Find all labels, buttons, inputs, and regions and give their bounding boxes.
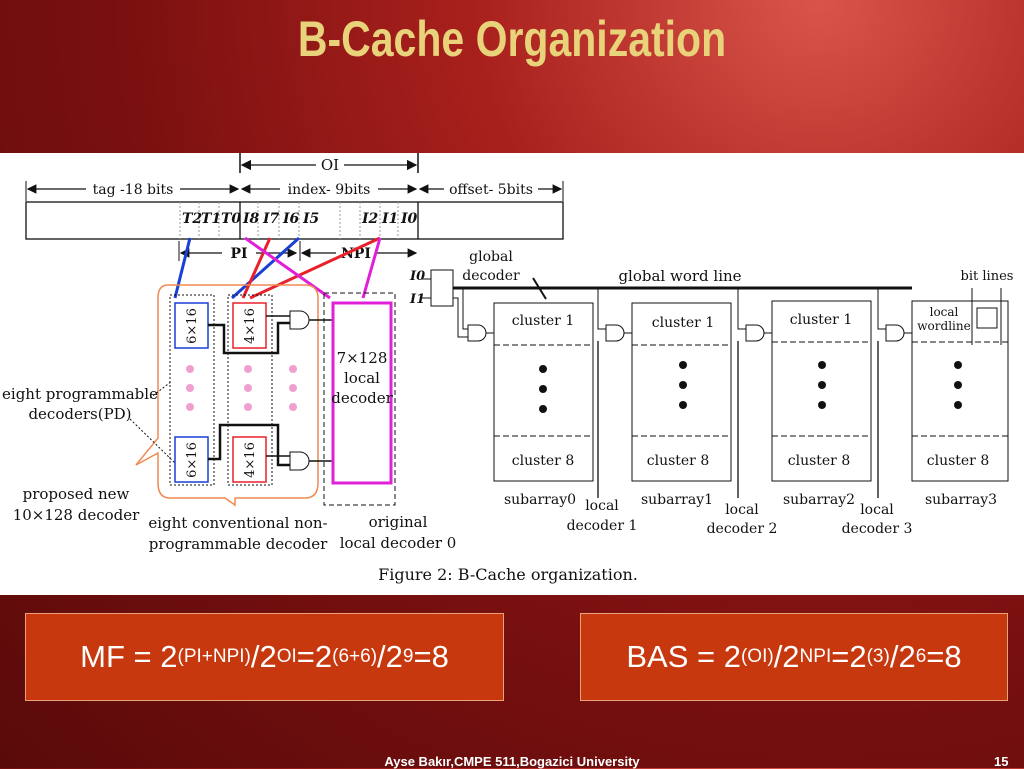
proposed-line2: 10×128 decoder	[13, 506, 140, 524]
tag-label: tag -18 bits	[93, 182, 174, 198]
local-decoder-1-line2: decoder 1	[567, 518, 638, 534]
bas-part: BAS = 2	[626, 639, 741, 674]
local-decoder-2-line2: decoder 2	[707, 521, 778, 537]
proposed-line1: proposed new	[23, 485, 130, 503]
mf-part: =8	[413, 639, 449, 674]
ecnpd-line1: eight conventional non-	[148, 514, 327, 532]
figure-caption: Figure 2: B-Cache organization.	[378, 565, 638, 584]
orig-line2: local decoder 0	[340, 534, 457, 552]
pd-6x16-bottom-label: 6×16	[185, 442, 200, 478]
address-register	[25, 201, 564, 240]
oi-label: OI	[321, 156, 339, 174]
global-decoder-line2: decoder	[462, 268, 520, 284]
npd-4x16-top	[232, 302, 267, 349]
cluster1-label: cluster 1	[512, 313, 574, 329]
mf-exp: (PI+NPI)	[177, 646, 251, 667]
b-cache-diagram: OI tag -18 bits index- 9bits offset- 5bi…	[2, 153, 1014, 584]
pd-6x16-bottom	[174, 436, 209, 483]
bit-i0: I0	[400, 211, 418, 227]
npd-4x16-bottom-label: 4×16	[243, 442, 258, 478]
subarray-0: cluster 1 cluster 8	[493, 302, 594, 482]
ld-line3: decoder	[331, 389, 393, 407]
global-decoder-line1: global	[469, 249, 513, 265]
subarray1-label: subarray1	[641, 492, 713, 508]
local-decoder-2-line1: local	[725, 502, 759, 518]
bit-t0: T0	[221, 211, 241, 227]
mf-exp: (6+6)	[332, 646, 378, 667]
local-decoder-7x128	[331, 301, 393, 485]
pd-6x16-top-label: 6×16	[185, 308, 200, 344]
proposed-decoder-outline	[135, 284, 319, 507]
bas-exp: (OI)	[740, 646, 774, 667]
mf-exp: OI	[276, 646, 297, 667]
subarray0-label: subarray0	[504, 492, 576, 508]
footer-text: Ayse Bakır,CMPE 511,Bogazici University	[384, 754, 640, 769]
global-decoder-box	[430, 269, 454, 307]
ecnpd-line2: programmable decoder	[149, 535, 328, 553]
cluster8-label: cluster 8	[927, 453, 989, 469]
i0-input: I0	[409, 269, 425, 284]
subarray3-label: subarray3	[925, 492, 997, 508]
bas-exp: (3)	[866, 646, 890, 667]
local-decoder-1-line1: local	[585, 498, 619, 514]
mf-part: /2	[250, 639, 277, 674]
bit-i7: I7	[262, 211, 280, 227]
ld-line1: 7×128	[337, 349, 388, 367]
bas-part: /2	[889, 639, 916, 674]
bas-exp: 6	[915, 646, 927, 667]
bas-part: /2	[773, 639, 800, 674]
bas-part: =8	[926, 639, 962, 674]
subarray-3: local wordline cluster 8	[911, 288, 1009, 482]
local-wordline-line2: wordline	[917, 319, 970, 333]
local-decoder-3-line2: decoder 3	[842, 521, 913, 537]
slide-title: B-Cache Organization	[297, 11, 727, 67]
subarray-1: cluster 1 cluster 8	[631, 302, 732, 482]
bit-i6: I6	[282, 211, 300, 227]
epd-line2: decoders(PD)	[28, 405, 131, 423]
index-label: index- 9bits	[288, 182, 371, 198]
cluster1-label: cluster 1	[652, 315, 714, 331]
b-cache-figure: OI tag -18 bits index- 9bits offset- 5bi…	[0, 153, 1024, 595]
bas-part: =2	[831, 639, 867, 674]
bas-exp: NPI	[799, 646, 832, 667]
bit-i1: I1	[381, 211, 398, 227]
global-wordline-label: global word line	[618, 267, 741, 285]
orig-line1: original	[369, 513, 428, 531]
ld-line2: local	[344, 369, 380, 387]
bit-t1: T1	[201, 211, 221, 227]
cluster8-label: cluster 8	[788, 453, 850, 469]
local-decoder-3-line1: local	[860, 502, 894, 518]
npd-4x16-bottom	[232, 436, 267, 483]
mf-part: =2	[296, 639, 333, 674]
mf-part: /2	[377, 639, 403, 674]
cluster1-label: cluster 1	[790, 312, 852, 328]
bit-lines-label: bit lines	[961, 269, 1014, 284]
mf-part: MF = 2	[80, 639, 178, 674]
subarray2-label: subarray2	[783, 492, 855, 508]
bit-i5: I5	[302, 211, 319, 227]
bit-t2: T2	[182, 211, 202, 227]
npi-label: NPI	[341, 246, 371, 262]
bit-i8: I8	[242, 211, 260, 227]
epd-line1: eight programmable	[2, 385, 158, 403]
offset-label: offset- 5bits	[449, 182, 533, 198]
page-number: 15	[994, 754, 1009, 769]
local-wordline-line1: local	[930, 305, 959, 319]
cluster8-label: cluster 8	[647, 453, 709, 469]
pi-label: PI	[230, 246, 247, 262]
mf-exp: 9	[402, 646, 414, 667]
i1-input: I1	[409, 292, 425, 307]
npd-4x16-top-label: 4×16	[243, 308, 258, 344]
cluster8-label: cluster 8	[512, 453, 574, 469]
bit-i2: I2	[361, 211, 379, 227]
subarray-2: cluster 1 cluster 8	[771, 300, 872, 482]
